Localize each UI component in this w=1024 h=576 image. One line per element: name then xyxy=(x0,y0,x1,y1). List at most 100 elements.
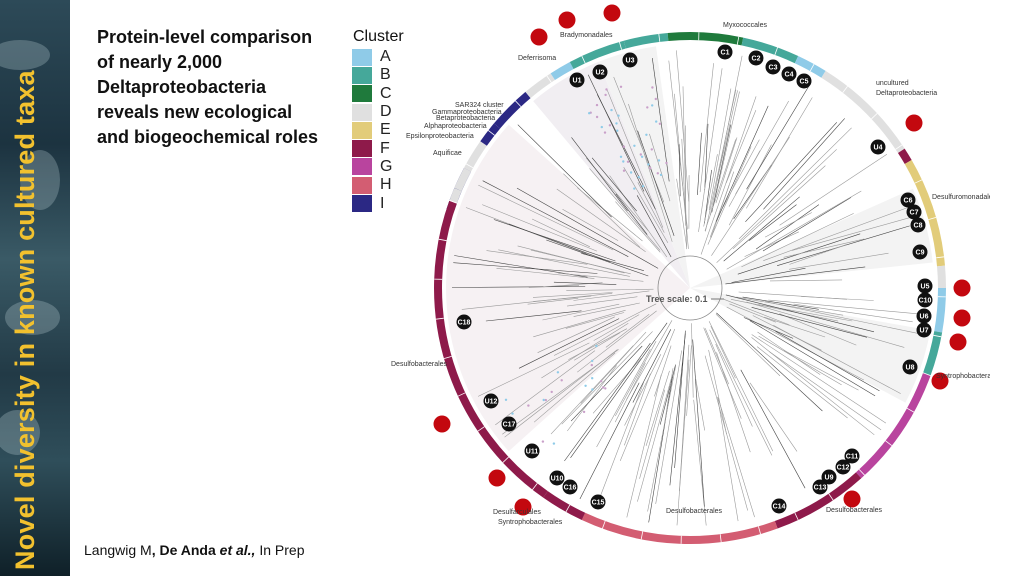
tree-branch xyxy=(518,318,620,369)
ring-separator xyxy=(922,372,931,376)
badge-label: C2 xyxy=(752,56,761,63)
ring-separator xyxy=(443,356,452,359)
tree-branch xyxy=(736,296,844,316)
tree-branch xyxy=(711,136,790,256)
headline-line: of nearly 2,000 xyxy=(97,52,223,72)
tip-marker xyxy=(504,398,508,401)
tree-branch xyxy=(615,201,661,253)
tip-marker xyxy=(544,398,547,402)
tree-branch xyxy=(649,133,671,202)
clade-wedge xyxy=(533,61,690,288)
tree-branch xyxy=(769,279,843,282)
tip-marker xyxy=(649,166,652,170)
taxon-label: Syntrophobacterales xyxy=(936,373,990,380)
legend-item-g: G xyxy=(352,158,404,176)
tree-branch xyxy=(768,351,882,431)
tree-branch xyxy=(792,215,917,251)
badge-circle xyxy=(835,459,851,475)
badge-circle xyxy=(622,52,638,68)
badge-label: U11 xyxy=(526,449,539,456)
badge-circle xyxy=(796,73,812,89)
tip-marker xyxy=(654,97,657,101)
badge-label: C13 xyxy=(814,485,827,492)
novel-lineage-dot xyxy=(433,415,451,433)
taxon-label: Bradymonadales xyxy=(560,32,613,39)
tree-branch xyxy=(763,118,845,210)
badge-circle xyxy=(483,393,499,409)
tree-branch xyxy=(579,382,640,500)
taxon-label: SAR324 cluster xyxy=(455,102,504,109)
tree-branch xyxy=(699,63,714,193)
tree-branch xyxy=(751,334,887,424)
tree-branch xyxy=(751,307,868,338)
tree-branch xyxy=(742,296,819,310)
ring-segment-f xyxy=(543,491,586,521)
tree-branch xyxy=(698,68,723,232)
tree-branch xyxy=(704,355,748,511)
clade-badge-c9: C9 xyxy=(912,244,928,260)
novel-lineage-dot xyxy=(488,469,506,487)
tip-marker xyxy=(617,114,620,117)
clade-badge-u4: U4 xyxy=(870,139,886,155)
tree-branch xyxy=(597,381,645,503)
tree-branch xyxy=(716,149,837,263)
ring-separator xyxy=(936,256,945,259)
ring-separator xyxy=(858,469,865,476)
badge-label: C1 xyxy=(721,50,730,57)
ring-separator xyxy=(736,36,740,45)
tree-branch xyxy=(546,239,649,277)
badge-circle xyxy=(562,479,578,495)
tree-branch xyxy=(676,178,688,248)
legend-item-f: F xyxy=(352,139,404,158)
tree-branch xyxy=(745,122,838,223)
clade-badge-c5: C5 xyxy=(796,73,812,89)
taxon-label: Aquificae xyxy=(433,150,462,157)
badge-label: U7 xyxy=(920,328,929,335)
legend-swatch xyxy=(352,121,372,139)
badge-circle xyxy=(917,292,933,308)
badge-circle xyxy=(590,494,606,510)
taxon-label: Gammaproteobacteria xyxy=(432,109,502,116)
tree-branch xyxy=(482,180,629,257)
tree-branch xyxy=(533,309,626,338)
tree-branch xyxy=(570,345,643,422)
badge-label: U6 xyxy=(920,314,929,321)
tree-branch xyxy=(565,312,625,329)
tree-root-ring xyxy=(657,255,723,321)
tree-branch xyxy=(723,299,790,326)
badge-circle xyxy=(781,66,797,82)
tree-scale: Tree scale: 0.1 xyxy=(646,294,724,304)
tree-branch xyxy=(453,262,598,274)
tip-marker xyxy=(588,112,591,115)
tree-branch xyxy=(744,231,800,257)
tree-branch xyxy=(715,91,740,198)
taxon-label: Desulfobacterales xyxy=(826,507,883,514)
headline-line: reveals new ecological xyxy=(97,102,293,122)
ring-separator xyxy=(914,179,923,184)
tree-branch xyxy=(723,196,800,262)
tree-branch xyxy=(731,267,806,283)
ring-segment-h xyxy=(581,512,778,544)
tree-branch xyxy=(697,132,702,196)
tree-branch xyxy=(587,74,645,192)
tip-marker xyxy=(650,148,653,151)
ring-segment-g xyxy=(855,372,931,479)
tip-marker xyxy=(615,122,618,125)
tip-marker xyxy=(591,388,594,391)
legend-item-e: E xyxy=(352,121,404,139)
tree-branch xyxy=(686,345,692,416)
clade-badge-u2: U2 xyxy=(592,64,608,80)
tree-branch xyxy=(758,335,842,386)
tree-branch xyxy=(674,93,689,249)
legend-item-a: A xyxy=(352,48,404,66)
tree-branch xyxy=(708,349,727,435)
tip-marker xyxy=(651,86,654,89)
tree-branch xyxy=(580,331,647,404)
tree-branch xyxy=(577,187,643,242)
ring-separator xyxy=(515,100,522,107)
badge-label: C16 xyxy=(564,485,577,492)
tree-branch xyxy=(556,188,646,252)
tree-branch xyxy=(775,330,880,392)
taxon-label: Desulfobacterales xyxy=(391,361,448,368)
